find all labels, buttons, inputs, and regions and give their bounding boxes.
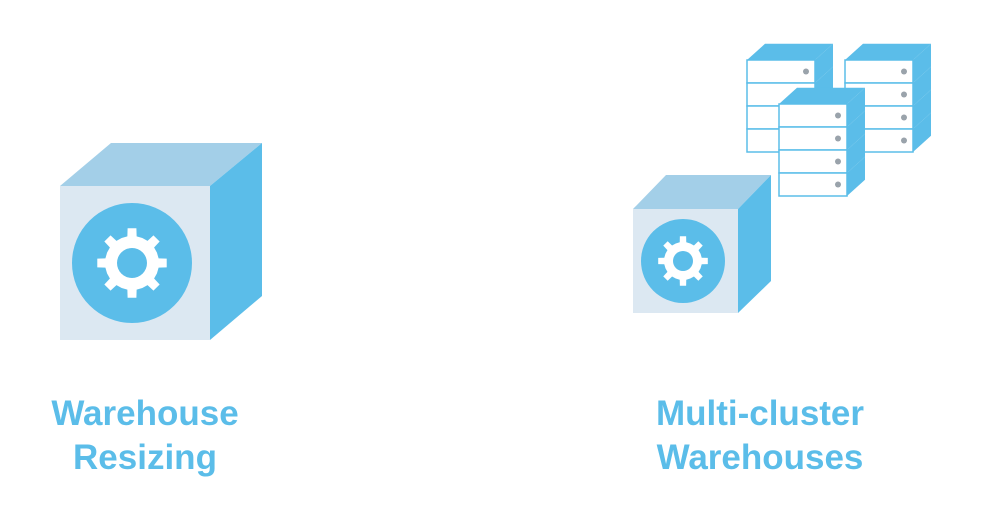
warehouse-resizing-caption: Warehouse Resizing	[20, 392, 270, 480]
server-stack-icon	[746, 43, 931, 197]
caption-line: Resizing	[73, 438, 217, 477]
caption-line: Warehouse	[51, 394, 239, 433]
caption-line: Multi-cluster	[655, 394, 865, 433]
multi-cluster-caption: Multi-cluster Warehouses	[610, 392, 910, 480]
gear-icon	[658, 236, 708, 286]
gear-icon	[97, 228, 167, 298]
caption-line: Warehouses	[656, 438, 864, 477]
